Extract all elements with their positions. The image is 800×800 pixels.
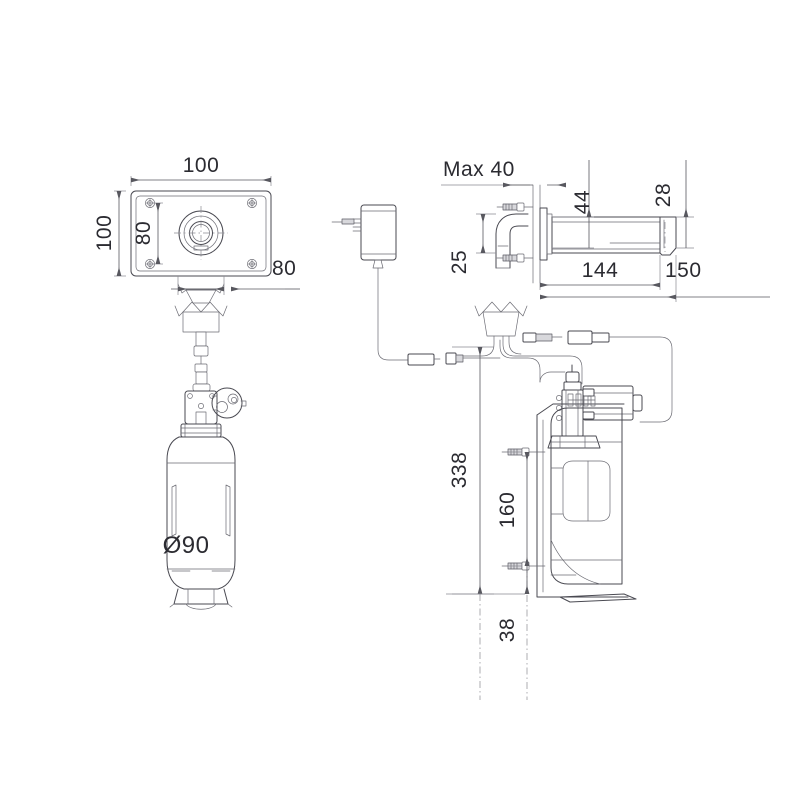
dim-bottle-height: 160	[496, 492, 519, 529]
dim-inlet-offset: 25	[448, 250, 471, 274]
wall-mount-symbol-lower	[174, 301, 228, 373]
pump-motor-assembly	[539, 364, 643, 449]
bottle-diameter-label: Ø90	[163, 532, 210, 559]
bottle-bracket	[536, 414, 629, 598]
spout-flange	[539, 207, 548, 261]
dim-spout-tip-height: 28	[652, 183, 675, 207]
right-wall-mount-symbol	[474, 301, 528, 337]
cable-harness	[462, 330, 673, 423]
dim-base-clearance: 38	[496, 618, 519, 642]
right-view-dimensions: Max 40 25 44 28 144 150 338	[441, 158, 770, 700]
wall-fixing-screw-upper	[496, 202, 534, 212]
bottle-neck-fittings	[567, 393, 596, 407]
plate-central-nozzle	[178, 210, 224, 256]
dim-total-projection: 150	[665, 259, 702, 282]
dim-drop-to-bottle: 338	[448, 452, 471, 489]
wall-mount-symbol-upper	[177, 283, 225, 304]
plug-pins	[331, 218, 362, 232]
soap-bottle-side	[501, 393, 637, 603]
bottle-base-skirt	[559, 593, 637, 603]
left-view-dimensions: 100 100 80 80	[93, 154, 300, 295]
valve-head-front	[180, 371, 247, 438]
inlet-elbow-pipe	[495, 213, 529, 269]
dim-bolt-spacing-horizontal: 80	[272, 257, 296, 280]
bottle-assembly-front: Ø90	[163, 371, 247, 610]
power-supply-adapter	[331, 204, 441, 366]
dim-spout-reach: 144	[582, 259, 619, 282]
wall-fixing-screw-lower	[496, 253, 534, 263]
mounting-plate-outline	[130, 190, 272, 277]
mounting-plate-inner-edge	[135, 195, 267, 272]
mounting-plate-view	[130, 190, 272, 373]
spout-side-view	[495, 184, 677, 284]
dim-spout-height: 44	[571, 190, 594, 214]
dim-max-wall-thickness: Max 40	[443, 158, 515, 181]
spout-barrel	[551, 216, 677, 256]
spout-flange-boss	[546, 213, 553, 255]
dc-socket-female	[445, 352, 501, 365]
bracket-top-arm	[536, 403, 625, 416]
dim-plate-height: 100	[93, 215, 116, 252]
dim-bolt-spacing-vertical: 80	[132, 221, 155, 245]
soap-bottle-front	[166, 436, 236, 610]
dim-plate-width: 100	[183, 154, 220, 177]
dc-plug-male	[407, 353, 435, 366]
